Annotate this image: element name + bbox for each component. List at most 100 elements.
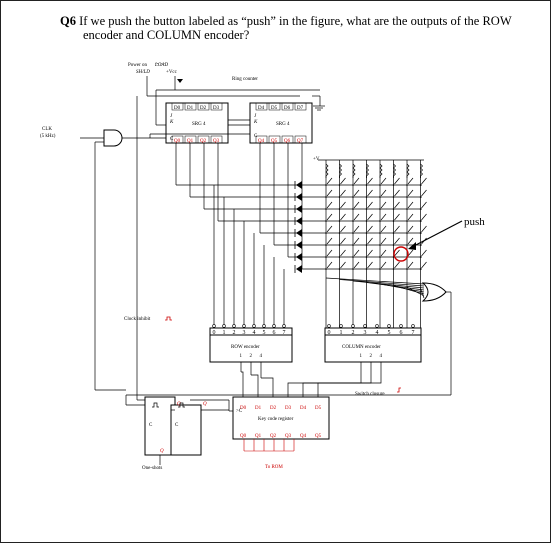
key-switch[interactable] — [367, 225, 373, 233]
key-switch[interactable] — [394, 189, 400, 197]
key-switch[interactable] — [340, 189, 346, 197]
key-switch[interactable] — [353, 213, 360, 221]
srg-left-d-label: D3 — [213, 106, 220, 111]
key-switch[interactable] — [407, 249, 414, 257]
key-switch[interactable] — [367, 213, 373, 221]
key-switch[interactable] — [407, 261, 414, 269]
one-shot-left-c: C — [149, 423, 153, 428]
key-switch[interactable] — [407, 201, 414, 209]
wiring — [80, 76, 325, 401]
push-label: push — [464, 216, 485, 228]
key-switch[interactable] — [421, 201, 427, 209]
key-switch[interactable] — [380, 249, 387, 257]
register-q-label: Q3 — [285, 434, 292, 439]
key-switch[interactable] — [367, 189, 373, 197]
key-switch[interactable] — [421, 261, 427, 269]
key-switch[interactable] — [394, 261, 400, 269]
srg-left-d-label: D1 — [187, 106, 194, 111]
row-encoder-output-label: 4 — [260, 354, 263, 359]
switch-closure-label: Switch closure — [355, 392, 385, 397]
register-q-label: Q0 — [240, 434, 247, 439]
key-switch[interactable] — [326, 213, 333, 221]
row-diode — [296, 253, 302, 261]
key-code-register — [232, 396, 330, 440]
one-shot-left — [144, 396, 176, 456]
row-encoder-input-label: 6 — [273, 330, 276, 336]
key-switch[interactable] — [326, 249, 333, 257]
key-switch[interactable] — [407, 213, 414, 221]
key-switch[interactable] — [340, 261, 346, 269]
pullup-resistor — [406, 163, 410, 178]
key-switch[interactable] — [407, 225, 414, 233]
push-arrow — [411, 220, 463, 248]
key-switch[interactable] — [353, 177, 360, 185]
key-switch[interactable] — [407, 237, 414, 245]
push-highlight-circle — [393, 246, 409, 262]
key-switch[interactable] — [353, 237, 360, 245]
key-switch[interactable] — [394, 225, 400, 233]
key-switch[interactable] — [380, 225, 387, 233]
key-switch[interactable] — [394, 237, 400, 245]
key-switch[interactable] — [367, 249, 373, 257]
key-switch[interactable] — [421, 177, 427, 185]
key-switch[interactable] — [394, 249, 400, 257]
column-encoder-input-label: 2 — [352, 330, 355, 336]
srg-right-j: J — [254, 114, 257, 119]
key-switch[interactable] — [407, 189, 414, 197]
key-switch[interactable] — [326, 261, 333, 269]
key-switch[interactable] — [421, 225, 427, 233]
key-switch[interactable] — [340, 249, 346, 257]
key-switch[interactable] — [326, 237, 333, 245]
key-switch[interactable] — [326, 177, 333, 185]
row-encoder-input-label: 3 — [243, 330, 246, 336]
pullup-resistor — [420, 163, 423, 178]
srg-left-d-label: D0 — [174, 106, 181, 111]
plus-v-label: +V — [313, 157, 320, 162]
key-switch[interactable] — [340, 225, 346, 233]
key-switch[interactable] — [367, 177, 373, 185]
key-switch[interactable] — [326, 225, 333, 233]
key-switch[interactable] — [340, 213, 346, 221]
key-switch[interactable] — [421, 249, 427, 257]
key-switch[interactable] — [380, 261, 387, 269]
key-switch[interactable] — [421, 189, 427, 197]
key-switch[interactable] — [367, 201, 373, 209]
key-switch[interactable] — [367, 261, 373, 269]
srg-right-q-label: Q6 — [284, 139, 291, 144]
key-switch[interactable] — [353, 201, 360, 209]
key-switch[interactable] — [421, 213, 427, 221]
srg-left-q-label: Q1 — [187, 139, 194, 144]
key-switch[interactable] — [353, 225, 360, 233]
key-switch[interactable] — [353, 189, 360, 197]
key-switch[interactable] — [353, 249, 360, 257]
key-switch[interactable] — [394, 201, 400, 209]
key-switch[interactable] — [340, 177, 346, 185]
key-switch[interactable] — [380, 201, 387, 209]
key-switch[interactable] — [340, 237, 346, 245]
srg4-right-label: SRG 4 — [276, 122, 290, 127]
key-switch[interactable] — [380, 237, 387, 245]
key-switch[interactable] — [380, 189, 387, 197]
row-encoder-input-label: 5 — [263, 330, 266, 336]
key-switch[interactable] — [380, 213, 387, 221]
key-switch[interactable] — [326, 189, 333, 197]
key-switch[interactable] — [353, 261, 360, 269]
key-switch[interactable] — [340, 201, 346, 209]
switch-matrix — [294, 159, 427, 328]
key-switch[interactable] — [326, 201, 333, 209]
srg4-left — [165, 102, 229, 144]
srg-left-q-label: Q3 — [213, 139, 220, 144]
key-switch[interactable] — [394, 177, 400, 185]
key-switch[interactable] — [380, 177, 387, 185]
key-switch[interactable] — [367, 237, 373, 245]
row-encoder-input-label: 7 — [283, 330, 286, 336]
question-line-2: encoder and COLUMN encoder? — [83, 28, 250, 42]
clk-rate-label: (5 kHz) — [40, 134, 56, 139]
register-q-label: Q1 — [255, 434, 262, 439]
row-encoder-output-label: 2 — [250, 354, 253, 359]
key-switch[interactable] — [394, 213, 400, 221]
key-switch[interactable] — [407, 177, 414, 185]
column-encoder-input-label: 6 — [400, 330, 403, 336]
register-q-label: Q5 — [315, 434, 322, 439]
